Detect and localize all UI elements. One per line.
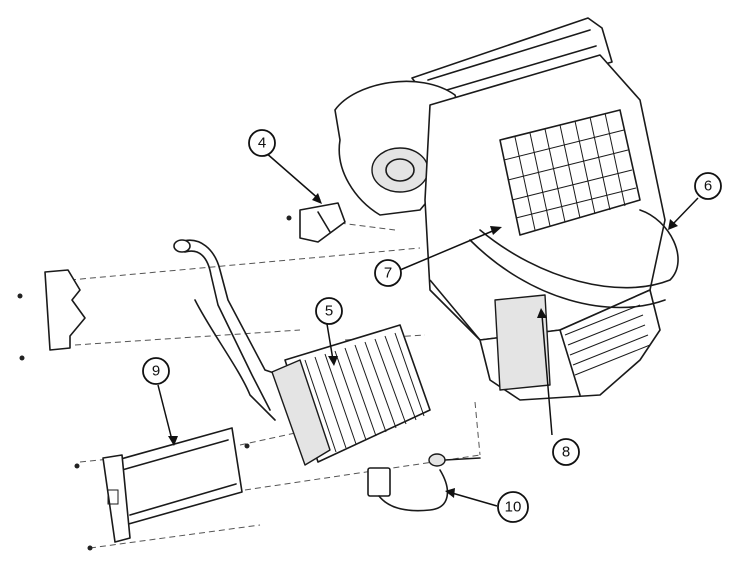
callout-5-label: 5 (325, 303, 333, 320)
heater-housing (334, 17, 679, 401)
left-bracket (17, 269, 86, 361)
callout-6: 6 (694, 172, 722, 200)
callout-5: 5 (315, 297, 343, 325)
heater-core-fins (304, 332, 425, 453)
part-4-actuator (286, 202, 346, 243)
lower-vent-slats (564, 304, 651, 376)
callout-8: 8 (552, 438, 580, 466)
heater-pipe (173, 239, 281, 421)
callout-7-label: 7 (384, 265, 392, 282)
callout-10-label: 10 (505, 499, 522, 516)
part-5-heater-core (244, 324, 431, 466)
leader-lines (157, 151, 699, 507)
part-9-cover-panel (74, 427, 243, 551)
callout-8-label: 8 (562, 444, 570, 461)
callout-9: 9 (142, 357, 170, 385)
callout-4-label: 4 (258, 135, 266, 152)
callout-7: 7 (374, 259, 402, 287)
callout-10: 10 (497, 491, 529, 523)
part-10-sensor (367, 453, 481, 512)
callout-9-label: 9 (152, 363, 160, 380)
callout-6-label: 6 (704, 178, 712, 195)
housing-grille (499, 109, 641, 236)
callout-4: 4 (248, 129, 276, 157)
